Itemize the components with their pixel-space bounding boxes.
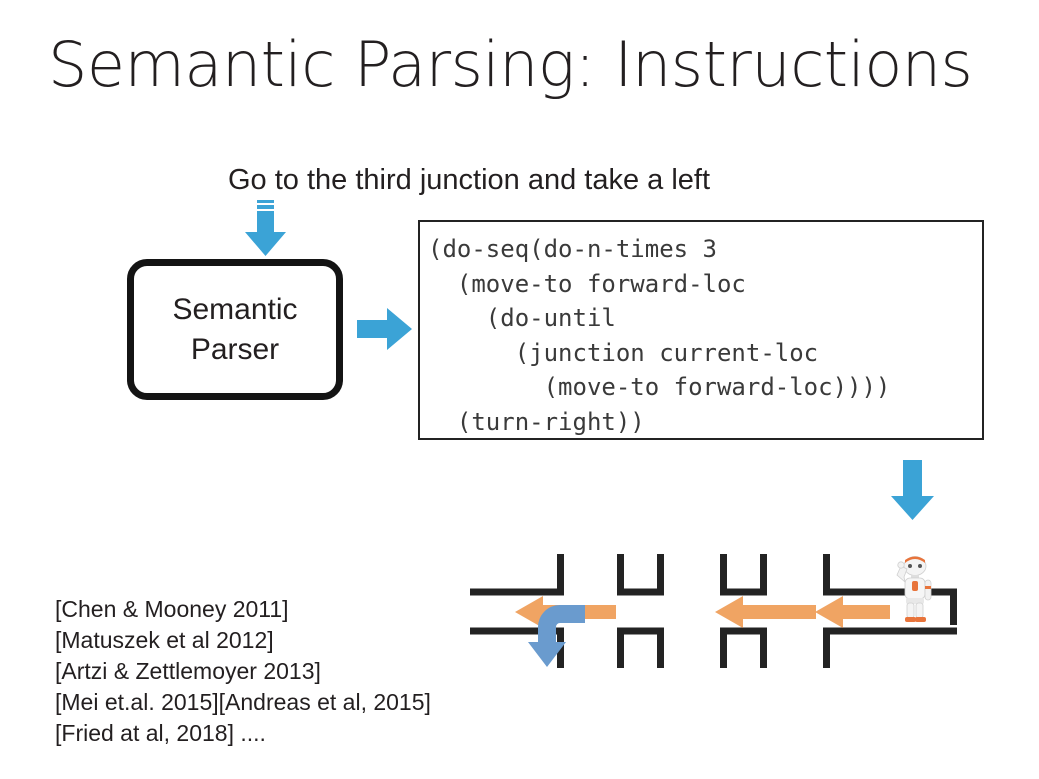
citation-line: [Fried at al, 2018] .... — [55, 720, 266, 746]
citation-line: [Artzi & Zettlemoyer 2013] — [55, 658, 321, 684]
path-arrow-3 — [815, 596, 890, 628]
down-arrow-to-map — [891, 460, 934, 520]
citation-line: [Chen & Mooney 2011] — [55, 596, 289, 622]
map-top-walls — [470, 554, 957, 625]
citation-line: [Matuszek et al 2012] — [55, 627, 274, 653]
map-bottom-walls — [470, 627, 957, 668]
instruction-sentence: Go to the third junction and take a left — [228, 164, 711, 196]
semantic-parser-box: Semantic Parser — [127, 259, 343, 400]
nao-robot-icon — [896, 556, 932, 622]
citations-list: [Chen & Mooney 2011] [Matuszek et al 201… — [55, 594, 431, 749]
corridor-map — [460, 500, 980, 670]
parser-label-line1: Semantic — [172, 292, 298, 326]
page-title: Semantic Parsing: Instructions — [48, 28, 973, 101]
path-arrow-2 — [715, 596, 816, 628]
logical-form-code-block: (do-seq(do-n-times 3 (move-to forward-lo… — [418, 220, 984, 440]
turn-left-arrow — [528, 605, 585, 667]
right-arrow-to-code — [357, 308, 412, 350]
citation-line: [Mei et.al. 2015][Andreas et al, 2015] — [55, 689, 431, 715]
down-arrow-to-parser — [245, 200, 286, 256]
corridor-map-svg — [470, 554, 957, 668]
logical-form-code-text: (do-seq(do-n-times 3 (move-to forward-lo… — [428, 235, 891, 436]
parser-label-line2: Parser — [190, 332, 280, 366]
